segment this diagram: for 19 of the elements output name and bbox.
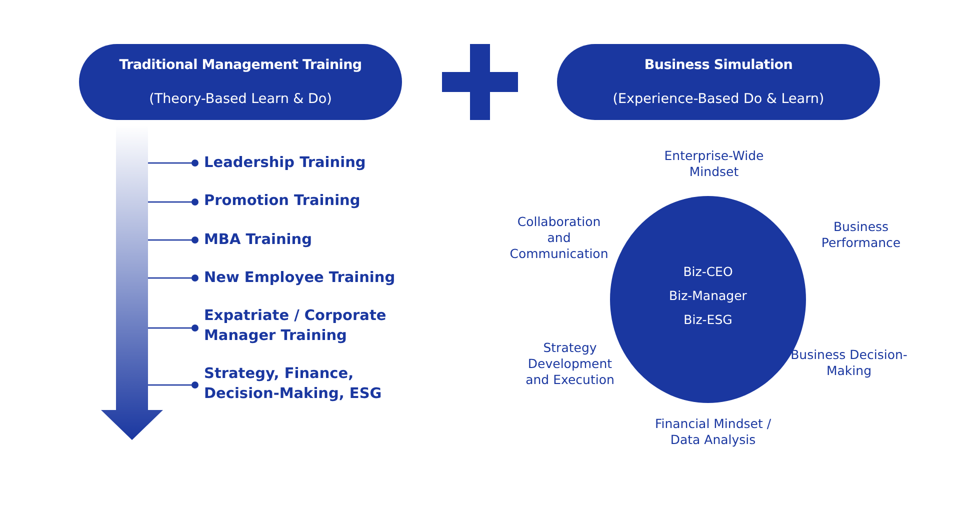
training-item: Expatriate / Corporate Manager Training: [204, 307, 388, 346]
competency-label: Strategy Development and Execution: [524, 340, 616, 388]
pill-subtitle: (Experience-Based Do & Learn): [612, 91, 824, 107]
competency-label: Financial Mindset / Data Analysis: [654, 416, 772, 448]
training-item: MBA Training: [204, 231, 313, 250]
circle-text: Biz-ESG: [684, 312, 732, 327]
pill-title: Traditional Management Training: [119, 57, 362, 73]
training-item: Promotion Training: [204, 192, 362, 211]
competency-label: Business Decision-Making: [790, 347, 908, 379]
pill-title: Business Simulation: [644, 57, 793, 73]
competency-label: Business Performance: [820, 219, 902, 251]
training-item: Strategy, Finance, Decision-Making, ESG: [204, 365, 383, 404]
training-item: New Employee Training: [204, 269, 396, 288]
circle-text: Biz-Manager: [669, 288, 747, 303]
competency-label: Collaboration and Communication: [509, 214, 609, 262]
pill-subtitle: (Theory-Based Learn & Do): [149, 91, 332, 107]
circle-text: Biz-CEO: [683, 264, 733, 279]
competency-label: Enterprise-Wide Mindset: [663, 148, 765, 180]
training-item: Leadership Training: [204, 154, 367, 173]
